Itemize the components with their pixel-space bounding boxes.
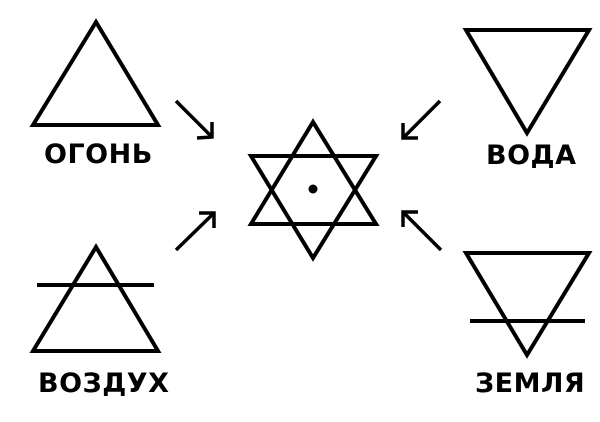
air-label: ВОЗДУХ: [38, 368, 170, 399]
water-label: ВОДА: [486, 140, 577, 171]
arrow-fire-to-center-icon: [174, 99, 214, 140]
fire-triangle-icon: [29, 18, 162, 127]
fire-label: ОГОНЬ: [44, 139, 153, 170]
arrow-earth-to-center-icon: [401, 210, 443, 252]
earth-label: ЗЕМЛЯ: [475, 368, 586, 399]
earth-triangle-icon: [462, 251, 593, 359]
arrow-air-to-center-icon: [174, 211, 216, 252]
water-triangle-icon: [462, 28, 593, 137]
center-dot-icon: [308, 184, 318, 194]
air-triangle-icon: [29, 243, 162, 353]
arrow-water-to-center-icon: [401, 99, 442, 140]
hexagram-icon: [247, 118, 380, 262]
